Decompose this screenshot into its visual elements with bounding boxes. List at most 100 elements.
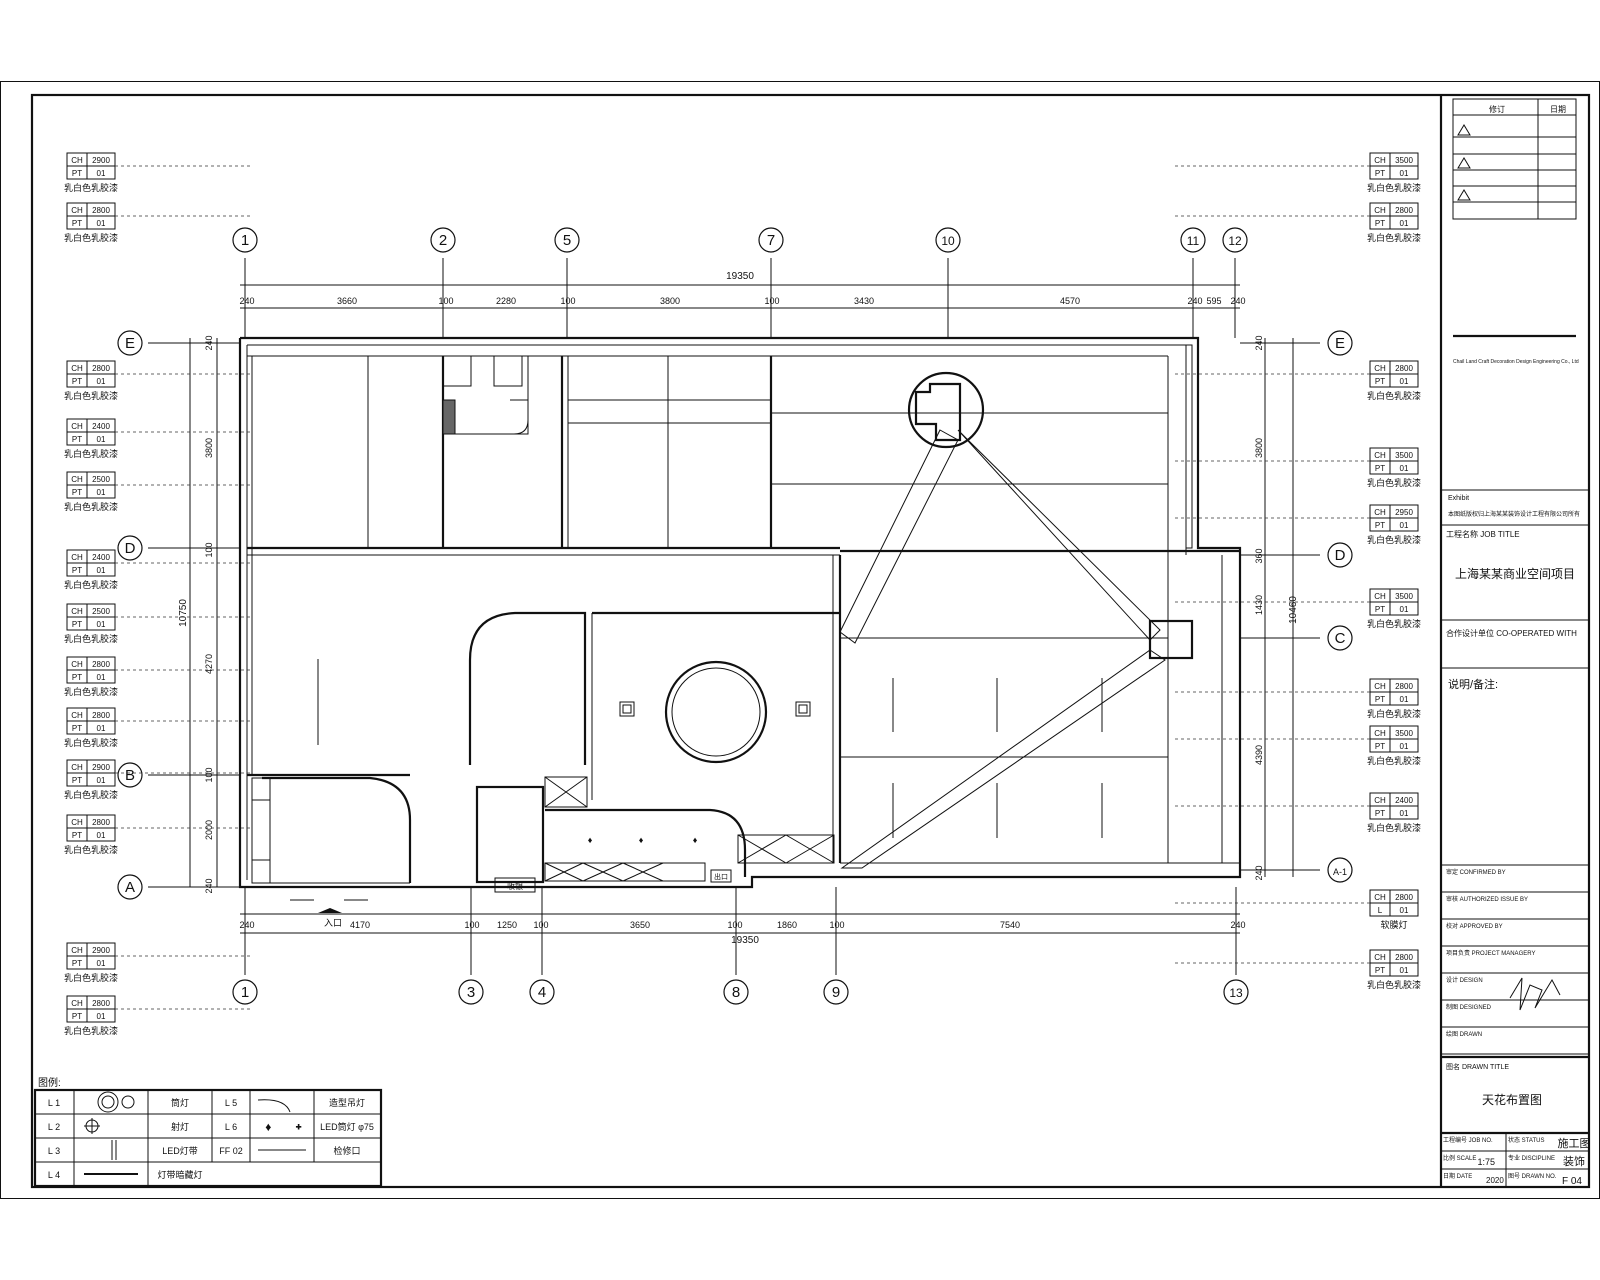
legend-title: 图例: [38, 1076, 61, 1089]
tag-pt-value: 01 [97, 169, 106, 178]
grid-bubble: A-1 [1327, 857, 1353, 883]
tag-pt-label: PT [1375, 605, 1385, 614]
dimension-label: 1430 [1254, 595, 1264, 615]
tag-note: 乳白色乳胶漆 [64, 390, 118, 401]
tag-ch-value: 3500 [1395, 729, 1413, 738]
dimension-label: 3800 [660, 296, 680, 306]
job-no-label: 工程编号 JOB NO. [1443, 1136, 1493, 1144]
grid-bubble-label: 1 [241, 984, 249, 1001]
dimension-label: 240 [204, 335, 214, 350]
tag-ch-label: CH [1374, 893, 1386, 902]
legend-name: 灯带暗藏灯 [157, 1169, 202, 1180]
tag-note: 乳白色乳胶漆 [1367, 182, 1421, 193]
grid-bubble: 1 [232, 979, 258, 1005]
seal-title: Exhibit [1448, 495, 1469, 502]
tag-ch-value: 2800 [1395, 953, 1413, 962]
overall-dim-top: 19350 [726, 271, 754, 282]
drawing-no-label: 图号 DRAWN NO. [1508, 1173, 1557, 1180]
job-title-value: 上海某某商业空间项目 [1455, 566, 1575, 581]
dimension-label: 100 [464, 920, 479, 930]
tag-pt-value: 01 [1400, 809, 1409, 818]
tag-ch-label: CH [1374, 206, 1386, 215]
dimension-label: 100 [533, 920, 548, 930]
tag-ch-value: 2800 [92, 660, 110, 669]
approval-label: 项目负责 PROJECT MANAGERY [1446, 949, 1535, 957]
dimension-label: 4270 [204, 654, 214, 674]
legend-code: L 6 [225, 1122, 237, 1132]
grid-bubble-label: 4 [538, 984, 546, 1001]
date-header: 日期 [1550, 105, 1566, 114]
tag-ch-label: CH [71, 607, 83, 616]
grid-bubble-label: 2 [439, 232, 447, 249]
tag-ch-label: CH [71, 206, 83, 215]
tag-ch-value: 2800 [92, 364, 110, 373]
grid-bubble: 2 [430, 227, 456, 253]
approval-label: 审定 CONFIRMED BY [1446, 868, 1506, 876]
tag-pt-value: 01 [1400, 377, 1409, 386]
tag-pt-label: PT [72, 831, 82, 840]
tag-pt-value: 01 [1400, 742, 1409, 751]
dimension-label: 240 [239, 296, 254, 306]
dimension-label: 2280 [496, 296, 516, 306]
svg-text:♦: ♦ [639, 835, 644, 845]
tag-pt-value: 01 [1400, 464, 1409, 473]
grid-bubble-label: C [1335, 630, 1346, 647]
tag-note: 乳白色乳胶漆 [64, 501, 118, 512]
approval-label: 审核 AUTHORIZED ISSUE BY [1446, 895, 1528, 903]
legend-name: 筒灯 [171, 1097, 189, 1108]
grid-bubble-label: 3 [467, 984, 475, 1001]
date-label: 日期 DATE [1443, 1172, 1472, 1180]
tag-note: 乳白色乳胶漆 [64, 448, 118, 459]
grid-bubble-label: 11 [1187, 234, 1200, 248]
tag-ch-value: 2800 [92, 999, 110, 1008]
tag-pt-value: 01 [97, 831, 106, 840]
tag-ch-label: CH [1374, 508, 1386, 517]
grid-bubble-label: 12 [1228, 234, 1242, 248]
tag-pt-value: 01 [97, 377, 106, 386]
dimension-label: 3650 [630, 920, 650, 930]
grid-bubble: 10 [935, 227, 961, 253]
legend-code: L 5 [225, 1098, 237, 1108]
tag-pt-label: PT [72, 620, 82, 629]
grid-bubble-label: A-1 [1333, 867, 1347, 877]
tag-note: 乳白色乳胶漆 [64, 232, 118, 243]
tag-pt-label: PT [1375, 521, 1385, 530]
tag-ch-label: CH [1374, 592, 1386, 601]
grid-bubble-label: 5 [563, 232, 571, 249]
dimension-label: 2000 [204, 820, 214, 840]
tag-ch-value: 2800 [92, 818, 110, 827]
grid-bubble-label: 7 [767, 232, 775, 249]
grid-bubble: 5 [554, 227, 580, 253]
dimension-label: 4570 [1060, 296, 1080, 306]
tag-ch-value: 2500 [92, 607, 110, 616]
tag-ch-label: CH [1374, 451, 1386, 460]
status-value: 施工图 [1558, 1137, 1591, 1150]
tag-note: 乳白色乳胶漆 [64, 633, 118, 644]
grid-bubble-label: D [1335, 547, 1346, 564]
cooperated-label: 合作设计单位 CO-OPERATED WITH [1446, 628, 1577, 638]
tag-pt-label: PT [72, 488, 82, 497]
tag-pt-value: 01 [97, 488, 106, 497]
grid-bubble: 12 [1222, 227, 1248, 253]
tag-pt-label: PT [1375, 966, 1385, 975]
tag-pt-value: 01 [97, 620, 106, 629]
svg-text:+: + [296, 1122, 301, 1132]
grid-axis-lines [148, 258, 1320, 975]
legend-name: 检修口 [333, 1145, 360, 1156]
tag-ch-value: 2400 [1395, 796, 1413, 805]
legend-code: L 4 [48, 1170, 60, 1180]
legend-name: LED灯带 [162, 1146, 198, 1156]
tag-ch-label: CH [71, 364, 83, 373]
tag-pt-value: 01 [1400, 966, 1409, 975]
dimension-label: 1860 [777, 920, 797, 930]
